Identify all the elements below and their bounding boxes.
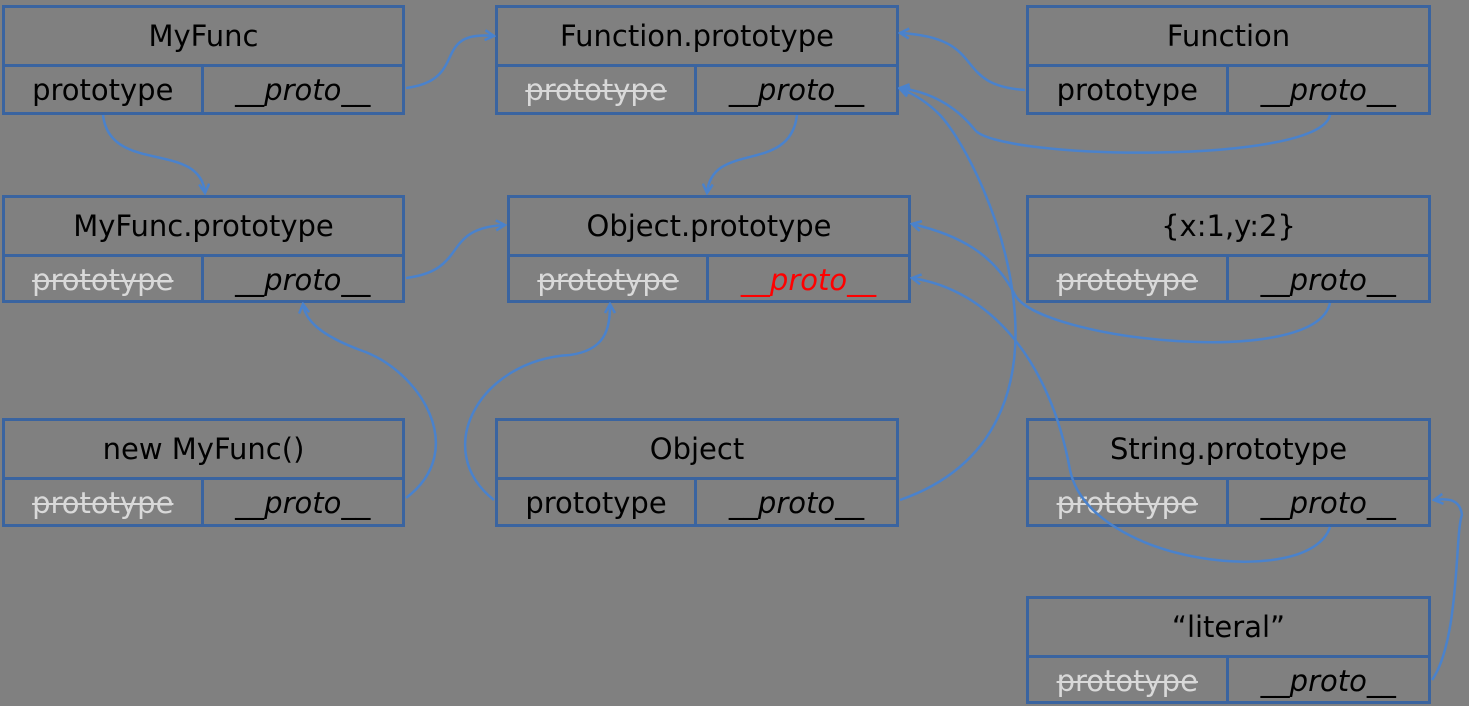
arrow-myfunc-prototype: [101, 114, 205, 193]
box-object-literal: {x:1,y:2} prototype __proto__: [1026, 195, 1431, 303]
box-object-prototype: Object.prototype prototype __proto__: [507, 195, 911, 303]
prototype-cell: prototype: [1029, 257, 1229, 303]
box-title: new MyFunc(): [5, 421, 402, 480]
proto-cell: __proto__: [1260, 73, 1396, 107]
box-function: Function prototype __proto__: [1026, 5, 1431, 115]
proto-cell: __proto__: [1260, 486, 1396, 520]
prototype-cell: prototype: [1029, 480, 1229, 526]
box-title: MyFunc: [5, 8, 402, 67]
arrow-myfunc-prototype-proto: [405, 225, 505, 280]
box-title: String.prototype: [1029, 421, 1428, 480]
arrow-string-literal-proto: [1430, 499, 1464, 681]
proto-cell-highlighted: __proto__: [740, 263, 877, 297]
prototype-cell: prototype: [498, 67, 697, 113]
box-function-prototype: Function.prototype prototype __proto__: [495, 5, 899, 115]
prototype-cell: prototype: [5, 480, 204, 526]
prototype-cell: prototype: [1029, 67, 1229, 113]
box-title: “literal”: [1029, 599, 1428, 658]
arrow-myfunc-proto: [405, 36, 494, 90]
prototype-cell: prototype: [1029, 658, 1229, 704]
prototype-cell: prototype: [5, 67, 204, 113]
proto-cell: __proto__: [235, 263, 371, 297]
box-title: Function: [1029, 8, 1428, 67]
box-myfunc: MyFunc prototype __proto__: [2, 5, 405, 115]
box-string-literal: “literal” prototype __proto__: [1026, 596, 1431, 704]
proto-cell: __proto__: [1260, 664, 1396, 698]
box-title: Function.prototype: [498, 8, 896, 67]
box-title: Object.prototype: [510, 198, 908, 257]
box-myfunc-prototype: MyFunc.prototype prototype __proto__: [2, 195, 405, 303]
box-new-myfunc: new MyFunc() prototype __proto__: [2, 418, 405, 527]
box-title: MyFunc.prototype: [5, 198, 402, 257]
proto-cell: __proto__: [728, 486, 865, 520]
box-string-prototype: String.prototype prototype __proto__: [1026, 418, 1431, 527]
box-title: {x:1,y:2}: [1029, 198, 1428, 257]
proto-cell: __proto__: [1260, 263, 1396, 297]
box-object: Object prototype __proto__: [495, 418, 899, 527]
proto-cell: __proto__: [235, 486, 371, 520]
arrow-function-prototype-proto: [707, 114, 799, 193]
arrow-object-proto: [900, 89, 1017, 502]
arrow-function-prototype: [900, 33, 1026, 92]
prototype-cell: prototype: [510, 257, 709, 303]
proto-cell: __proto__: [235, 73, 371, 107]
box-title: Object: [498, 421, 896, 480]
proto-cell: __proto__: [728, 73, 865, 107]
prototype-cell: prototype: [5, 257, 204, 303]
prototype-cell: prototype: [498, 480, 697, 526]
